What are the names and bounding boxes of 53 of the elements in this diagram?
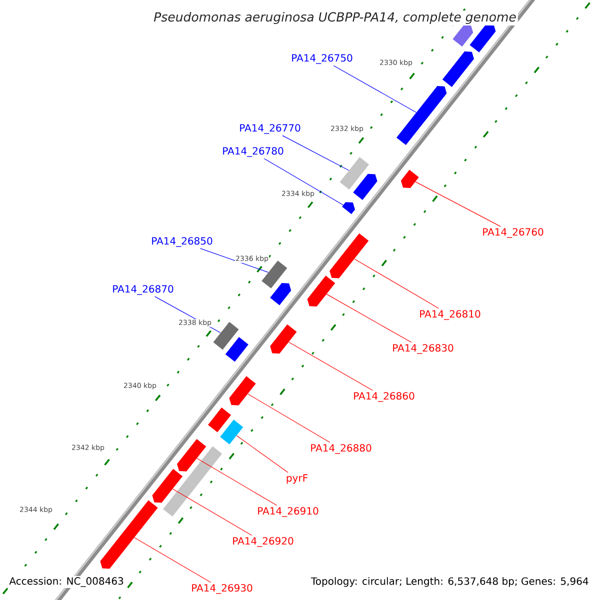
gene-label: PA14_26910 [258, 507, 318, 517]
gene-block [225, 337, 248, 362]
gene-block [340, 157, 370, 190]
gene-block [442, 51, 474, 87]
gene-label: PA14_26830 [393, 344, 454, 354]
genome-info-text: Topology: circular; Length: 6,537,648 bp; Genes: 5,964 [310, 576, 590, 588]
gene-block [330, 233, 369, 278]
gene-label: PA14_26930 [192, 584, 252, 594]
gene-label: PA14_26770 [240, 124, 300, 134]
leader-line [282, 135, 350, 171]
accession-text: Accession: NC_008463 [8, 576, 125, 588]
leader-line [333, 65, 416, 113]
gene-block [270, 324, 297, 354]
gene-block [213, 322, 239, 350]
leader-line [248, 394, 330, 443]
gene-label: PA14_26860 [354, 392, 414, 402]
gene-block [342, 202, 355, 214]
leader-line [172, 488, 252, 536]
gene-block [353, 174, 378, 200]
leader-line [134, 537, 212, 583]
leader-line [415, 182, 501, 227]
leader-line [354, 258, 440, 309]
gene-label: PA14_26880 [311, 444, 372, 454]
gene-block [220, 420, 244, 444]
gene-label: PA14_26760 [483, 228, 544, 238]
gene-block [400, 170, 419, 188]
leader-line [326, 294, 412, 343]
leader-line [200, 248, 269, 273]
gene-label: PA14_26870 [113, 285, 174, 295]
gene-block [177, 439, 206, 472]
gene-label: PA14_26750 [292, 54, 352, 64]
gene-block [152, 468, 183, 503]
gene-block [396, 86, 447, 146]
gene-label: PA14_26850 [152, 237, 212, 247]
gene-block [470, 24, 496, 52]
gene-label: PA14_26780 [223, 147, 284, 157]
gene-block [208, 408, 232, 432]
leader-line [236, 435, 288, 473]
leader-line [264, 158, 344, 206]
gene-block [270, 283, 292, 306]
gene-block [307, 276, 336, 306]
gene-label: PA14_26810 [420, 310, 480, 320]
gene-block [452, 25, 474, 47]
gene-block [186, 446, 222, 487]
gene-block [100, 500, 158, 569]
leader-line [196, 458, 278, 506]
gene-block [262, 260, 288, 288]
gene-label: pyrF [286, 474, 308, 484]
gene-label: PA14_26920 [233, 537, 294, 547]
gene-block [163, 479, 196, 517]
gene-block [229, 376, 256, 406]
leader-line [288, 342, 373, 391]
title: Pseudomonas aeruginosa UCBPP-PA14, complete genome [152, 10, 518, 26]
